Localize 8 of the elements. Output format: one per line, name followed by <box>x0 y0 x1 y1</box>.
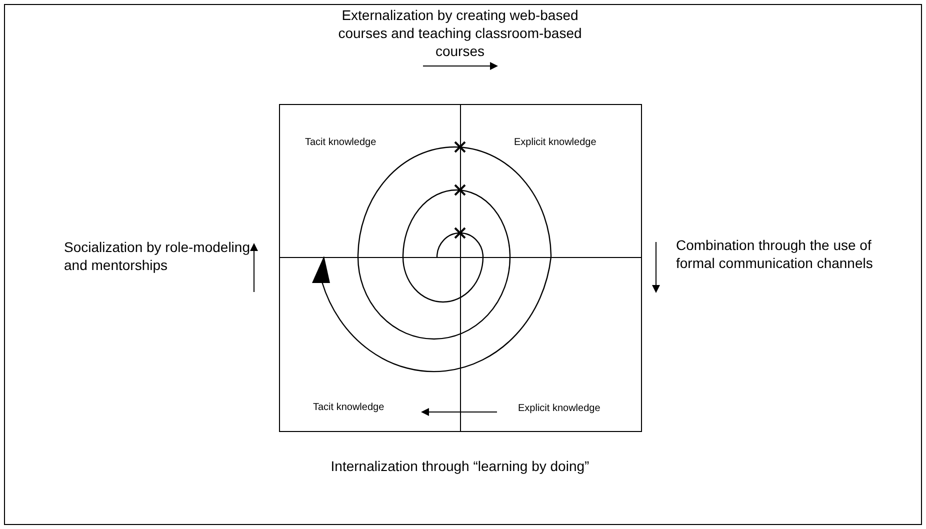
mode-caption: Socialization by role-modeling and mentorships <box>64 238 251 274</box>
quadrant-label: Tacit knowledge <box>305 136 376 150</box>
quadrant-label: Explicit knowledge <box>514 136 596 150</box>
mode-caption: Combination through the use of formal communication channels <box>676 236 874 272</box>
quadrant-label: Tacit knowledge <box>313 401 384 415</box>
quadrant-label: Explicit knowledge <box>518 402 600 416</box>
mode-caption: Externalization by creating web-based courses and teaching classroom-based courses <box>337 6 583 60</box>
mode-caption: Internalization through “learning by doing” <box>330 457 590 475</box>
